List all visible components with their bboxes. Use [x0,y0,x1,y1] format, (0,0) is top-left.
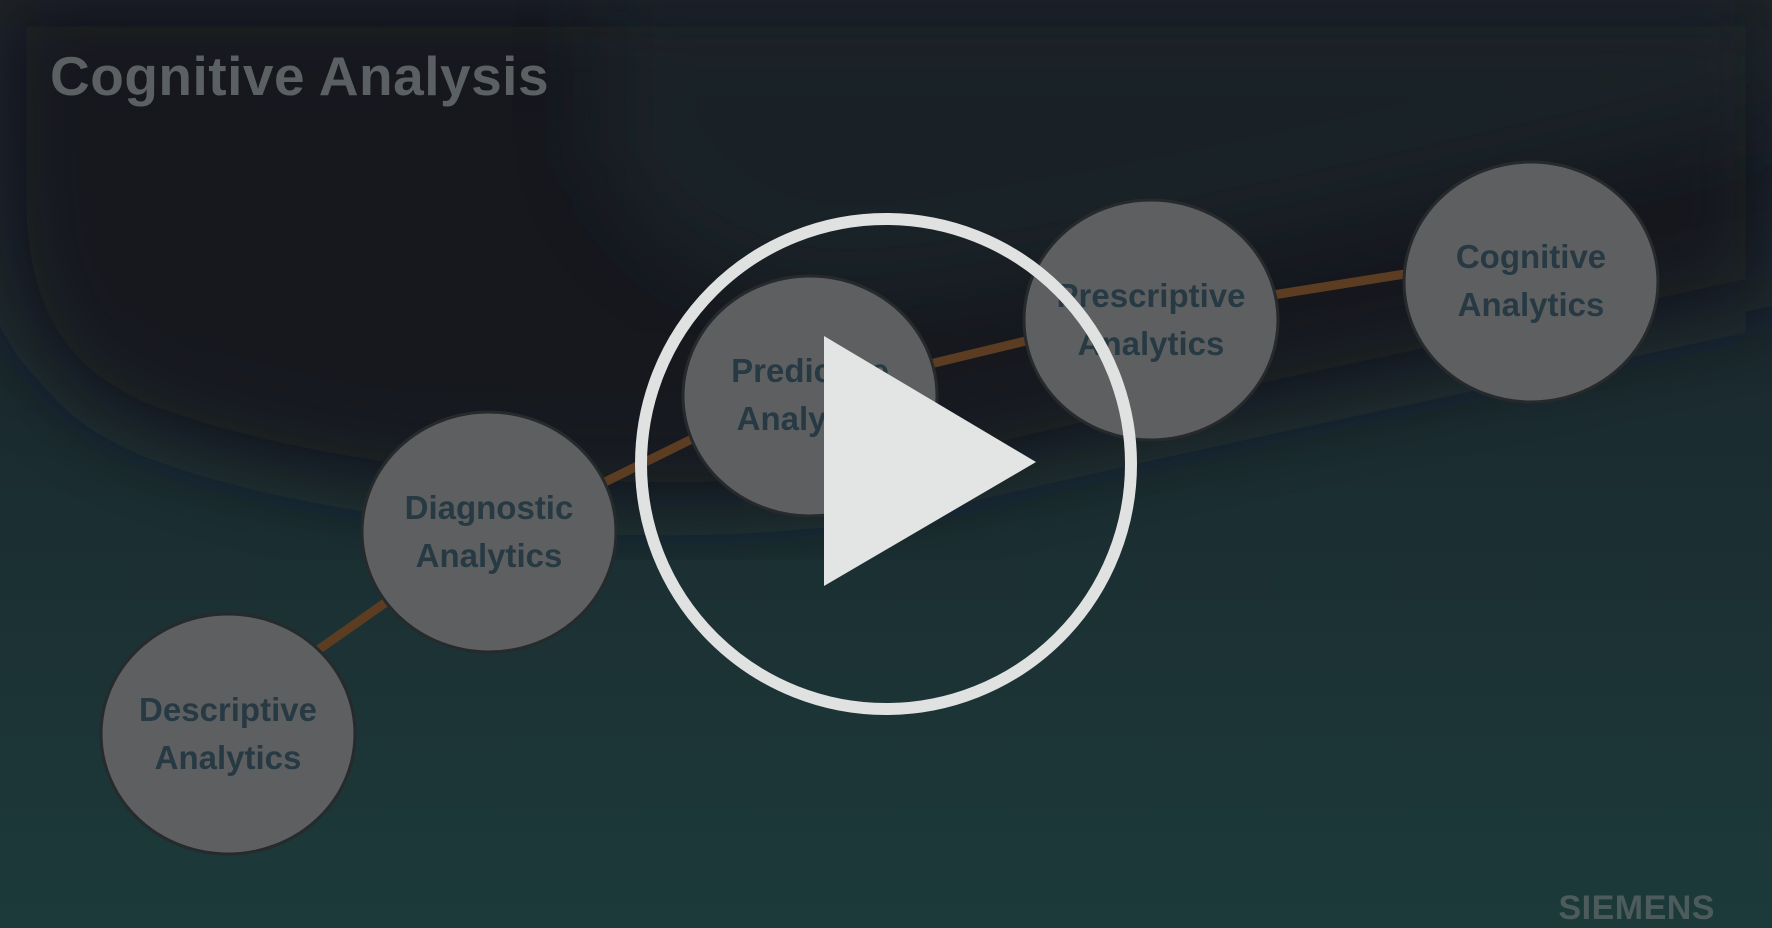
node-descriptive: Descriptive Analytics [99,612,357,856]
connector-prescriptive-cognitive [1268,269,1410,300]
node-label-line1: Descriptive [139,691,317,728]
node-circle [360,410,618,654]
siemens-logo: SIEMENS [1558,889,1715,927]
connectors [313,269,1410,655]
play-triangle[interactable] [824,336,1036,586]
node-diagnostic: Diagnostic Analytics [360,410,618,654]
connector-predictive-prescriptive [925,335,1035,369]
play-icon[interactable] [635,213,1137,715]
slide-title: Cognitive Analysis [50,45,550,107]
node-circle [1402,160,1660,404]
connector-descriptive-diagnostic [313,593,397,655]
node-circle [99,612,357,856]
node-label-line2: Analytics [1458,286,1605,323]
node-prescriptive: Prescriptive Analytics [1022,198,1280,442]
node-circle [1022,198,1280,442]
node-label-line1: Diagnostic [405,489,574,526]
node-label-line2: Analytics [416,537,563,574]
node-label-line1: Prescriptive [1057,277,1246,314]
node-label-line2: Analytics [155,739,302,776]
play-ring[interactable] [635,213,1137,715]
node-label-line1: Cognitive [1456,238,1606,275]
connector-diagnostic-predictive [600,430,705,487]
node-cognitive: Cognitive Analytics [1402,160,1660,404]
